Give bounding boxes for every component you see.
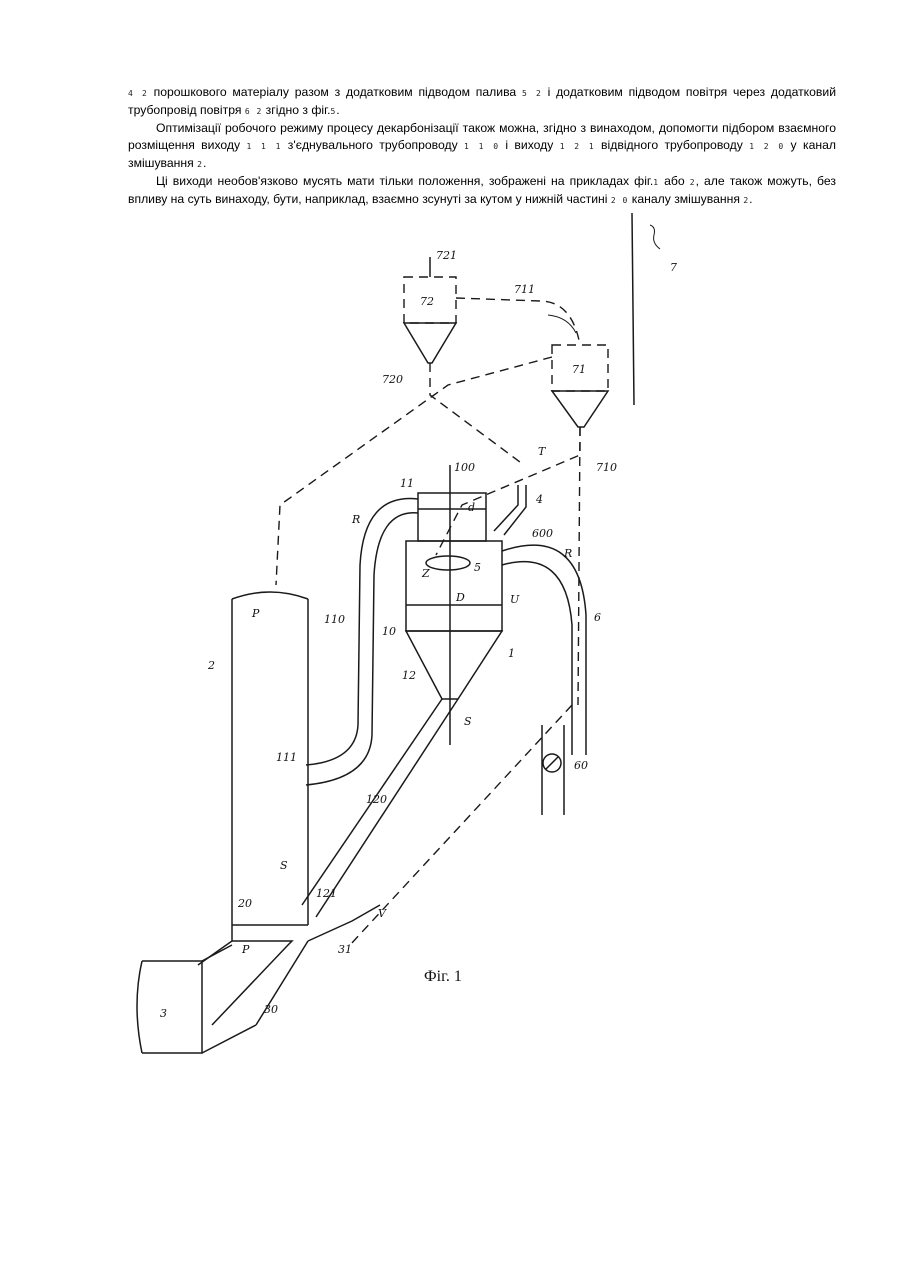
paragraph-text: або <box>659 174 690 188</box>
label-72: 72 <box>420 295 434 308</box>
reference-numeral: 1 1 0 <box>464 142 499 151</box>
swirl-Z <box>426 556 470 570</box>
label-S-bottom: S <box>280 859 288 872</box>
label-R-right: R <box>563 547 572 560</box>
label-6: 6 <box>594 611 601 624</box>
label-121: 121 <box>316 887 337 900</box>
label-20: 20 <box>237 897 252 910</box>
apparatus-diagram: 721 72 711 7 71 720 710 T 100 11 d 4 R 6… <box>120 205 840 1065</box>
description-text: 4 2 порошкового матеріалу разом з додатк… <box>128 84 836 209</box>
label-110: 110 <box>324 613 345 626</box>
lower-30 <box>212 941 292 1025</box>
reference-numeral: 2 0 <box>611 196 628 205</box>
line-cross <box>436 427 580 555</box>
paragraph-text: Ці виходи необов'язково мусять мати тіль… <box>156 174 653 188</box>
reference-numeral: 4 2 <box>128 89 148 98</box>
label-P-bottom: P <box>241 943 250 956</box>
figure-1-drawing: 721 72 711 7 71 720 710 T 100 11 d 4 R 6… <box>120 205 840 1065</box>
label-721: 721 <box>436 249 457 262</box>
lower-31 <box>308 905 380 941</box>
line-710 <box>578 427 580 705</box>
paragraph-3: Ці виходи необов'язково мусять мати тіль… <box>128 173 836 209</box>
figure-caption: Фіг. 1 <box>424 968 462 985</box>
label-31: 31 <box>338 943 352 956</box>
paragraph-2: Оптимізації робочого режиму процесу дека… <box>128 120 836 173</box>
arrow-711 <box>548 315 576 333</box>
label-7: 7 <box>670 261 677 274</box>
label-2: 2 <box>207 659 215 672</box>
line-720 <box>430 363 524 465</box>
paragraph-text: відвідного трубопроводу <box>595 138 750 152</box>
kiln-3 <box>142 961 202 1053</box>
label-5: 5 <box>474 561 481 574</box>
label-3: 3 <box>160 1007 167 1020</box>
label-111: 111 <box>276 751 297 764</box>
label-100: 100 <box>454 461 475 474</box>
reference-numeral: 1 2 0 <box>749 142 784 151</box>
reference-numeral: 6 2 <box>245 107 262 116</box>
reference-numeral: 1 1 1 <box>246 142 281 151</box>
pipe-120-b <box>316 699 458 917</box>
label-71: 71 <box>572 363 586 376</box>
label-T: T <box>538 445 547 458</box>
cone-12 <box>406 631 502 699</box>
reference-numeral: 5 2 <box>522 89 542 98</box>
feed-4b <box>504 485 526 535</box>
label-600: 600 <box>532 527 553 540</box>
valve-60-mark <box>546 757 558 769</box>
kiln-3-end <box>137 961 142 1053</box>
lower-left <box>198 925 232 965</box>
cyclone-72-cone <box>404 323 456 363</box>
label-U: U <box>510 593 520 606</box>
label-d: d <box>468 501 475 514</box>
label-D: D <box>455 591 465 604</box>
cylinder-10 <box>406 541 502 631</box>
pipe-110-outer <box>306 499 418 765</box>
brace-7 <box>650 225 660 249</box>
label-711: 711 <box>514 283 535 296</box>
label-P-top: P <box>251 607 260 620</box>
label-720: 720 <box>382 373 403 386</box>
label-V: V <box>378 907 387 920</box>
paragraph-text: і виходу <box>499 138 560 152</box>
label-S-top: S <box>464 715 472 728</box>
paragraph-text: згідно з фіг. <box>262 103 330 117</box>
upper-block-11 <box>418 493 486 541</box>
paragraph-text: порошкового матеріалу разом з додатковим… <box>148 85 522 99</box>
feed-4 <box>494 485 518 531</box>
paragraph-1: 4 2 порошкового матеріалу разом з додатк… <box>128 84 836 120</box>
line-to-2 <box>276 357 552 585</box>
label-1: 1 <box>508 647 515 660</box>
boundary-line-7 <box>632 213 634 405</box>
label-30: 30 <box>264 1003 278 1016</box>
label-4: 4 <box>535 493 543 506</box>
label-11: 11 <box>400 477 414 490</box>
cyclone-71-cone <box>552 391 608 427</box>
label-120: 120 <box>366 793 387 806</box>
label-R-left: R <box>351 513 360 526</box>
column-2-top <box>232 592 308 599</box>
label-10: 10 <box>382 625 396 638</box>
reference-numeral: 1 2 1 <box>560 142 595 151</box>
pipe-110-inner <box>306 513 418 785</box>
label-710: 710 <box>596 461 617 474</box>
paragraph-text: з'єднувального трубопроводу <box>281 138 464 152</box>
kiln-3-connect <box>202 945 256 1053</box>
paragraph-text: . <box>336 103 339 117</box>
line-711 <box>456 298 580 345</box>
paragraph-text: . <box>203 156 206 170</box>
label-12: 12 <box>402 669 416 682</box>
label-Z: Z <box>421 567 430 580</box>
label-60: 60 <box>574 759 588 772</box>
